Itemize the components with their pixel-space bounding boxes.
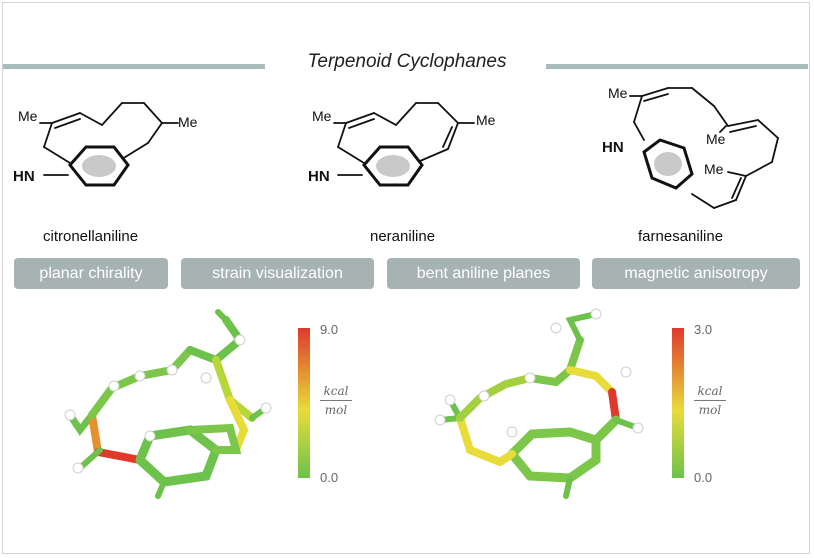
energy-scale-bar: [298, 328, 310, 478]
label-me: Me: [178, 114, 198, 130]
label-me: Me: [312, 108, 332, 124]
feature-strain-visualization: strain visualization: [181, 258, 374, 289]
compound-name: citronellaniline: [43, 228, 139, 245]
unit-denominator: mol: [698, 403, 722, 417]
label-me: Me: [608, 85, 628, 101]
scale-min: 0.0: [694, 470, 713, 485]
structure-farnesaniline: Me Me Me HN: [602, 85, 779, 209]
feature-bent-aniline-planes: bent aniline planes: [387, 258, 580, 289]
structure-citronellaniline: Me Me HN: [13, 102, 198, 187]
label-nh: HN: [13, 168, 35, 185]
structure-neraniline: Me Me HN: [308, 102, 496, 187]
title-rule-left: [3, 64, 265, 69]
scale-max: 9.0: [320, 322, 339, 337]
strain-model-neraniline: [434, 308, 644, 499]
unit-numerator: kcal: [697, 384, 723, 398]
unit-divider: [694, 400, 726, 401]
figure-title: Terpenoid Cyclophanes: [307, 51, 507, 72]
compound-name: farnesaniline: [638, 228, 724, 245]
unit-denominator: mol: [324, 403, 348, 417]
unit-numerator: kcal: [323, 384, 349, 398]
label-nh: HN: [602, 139, 624, 156]
energy-scale-bar: [672, 328, 684, 478]
scale-unit: kcal mol: [690, 384, 730, 417]
scale-unit: kcal mol: [316, 384, 356, 417]
label-nh: HN: [308, 168, 330, 185]
label-me: Me: [704, 161, 724, 177]
title-rule-right: [546, 64, 808, 69]
feature-planar-chirality: planar chirality: [14, 258, 168, 289]
unit-divider: [320, 400, 352, 401]
label-me: Me: [706, 131, 726, 147]
compound-name: neraniline: [370, 228, 436, 245]
scale-min: 0.0: [320, 470, 339, 485]
label-me: Me: [476, 112, 496, 128]
label-me: Me: [18, 108, 38, 124]
strain-model-citronellaniline: [64, 309, 272, 499]
scale-max: 3.0: [694, 322, 713, 337]
feature-magnetic-anisotropy: magnetic anisotropy: [592, 258, 800, 289]
